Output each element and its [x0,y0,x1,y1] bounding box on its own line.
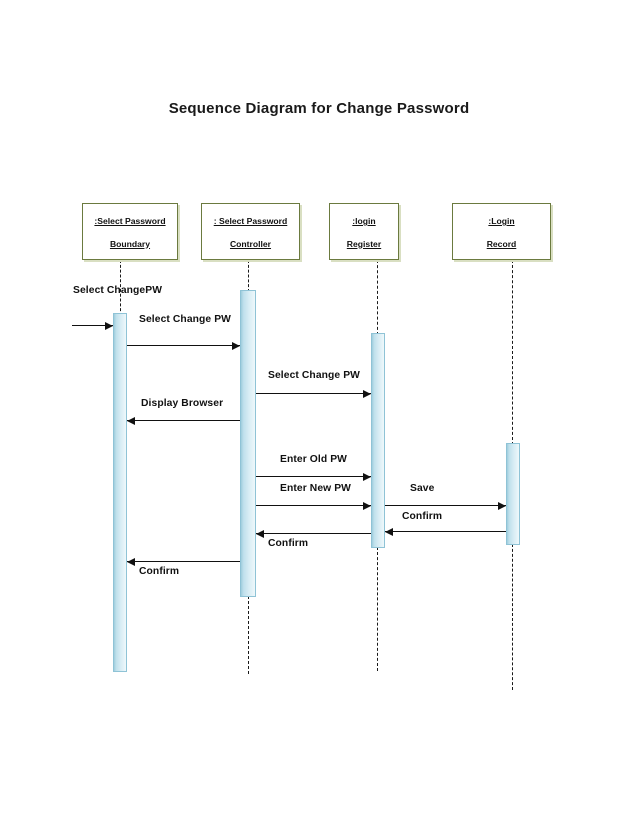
message-arrowhead-1 [232,341,240,350]
message-arrowhead-4 [363,472,371,481]
message-line-6 [385,505,506,506]
lifeline-label-role-boundary: Boundary [109,238,151,249]
message-line-7 [385,531,506,532]
message-line-8 [256,533,371,534]
lifeline-label-role-record: Record [486,238,517,249]
lifeline-controller [248,260,249,292]
message-label-8: Confirm [268,538,309,549]
message-line-4 [256,476,371,477]
message-arrowhead-2 [363,389,371,398]
lifeline-register [377,260,378,335]
message-label-4: Enter Old PW [280,454,347,465]
message-line-2 [256,393,371,394]
lifeline-record [512,544,513,690]
lifeline-label-role-controller: Controller [229,238,272,249]
lifeline-label-role-register: Register [346,238,382,249]
message-line-0 [72,325,113,326]
message-arrowhead-3 [127,416,135,425]
message-arrowhead-8 [256,529,264,538]
lifeline-boundary [120,260,121,316]
lifeline-label-type-record: :Login [488,216,515,227]
activation-bar-record [506,443,520,545]
lifeline-controller [248,596,249,674]
activation-bar-boundary [113,313,127,672]
message-line-5 [256,505,371,506]
message-label-7: Confirm [402,511,443,522]
lifeline-label-type-boundary: :Select Password [94,216,166,227]
message-label-9: Confirm [139,566,180,577]
activation-bar-controller [240,290,256,597]
message-line-3 [127,420,240,421]
message-line-9 [127,561,240,562]
message-arrowhead-5 [363,501,371,510]
message-arrowhead-0 [105,321,113,330]
message-label-0: Select ChangePW [73,285,163,296]
lifeline-register [377,547,378,671]
message-label-2: Select Change PW [268,370,361,381]
page-title: Sequence Diagram for Change Password [168,100,470,117]
message-arrowhead-6 [498,501,506,510]
lifeline-record [512,260,513,445]
message-arrowhead-7 [385,527,393,536]
message-label-5: Enter New PW [280,483,352,494]
lifeline-label-type-register: :login [352,216,376,227]
message-label-6: Save [410,483,435,494]
activation-bar-register [371,333,385,548]
message-line-1 [127,345,240,346]
lifeline-label-type-controller: : Select Password [213,216,288,227]
message-arrowhead-9 [127,557,135,566]
message-label-3: Display Browser [141,398,224,409]
message-label-1: Select Change PW [139,314,232,325]
